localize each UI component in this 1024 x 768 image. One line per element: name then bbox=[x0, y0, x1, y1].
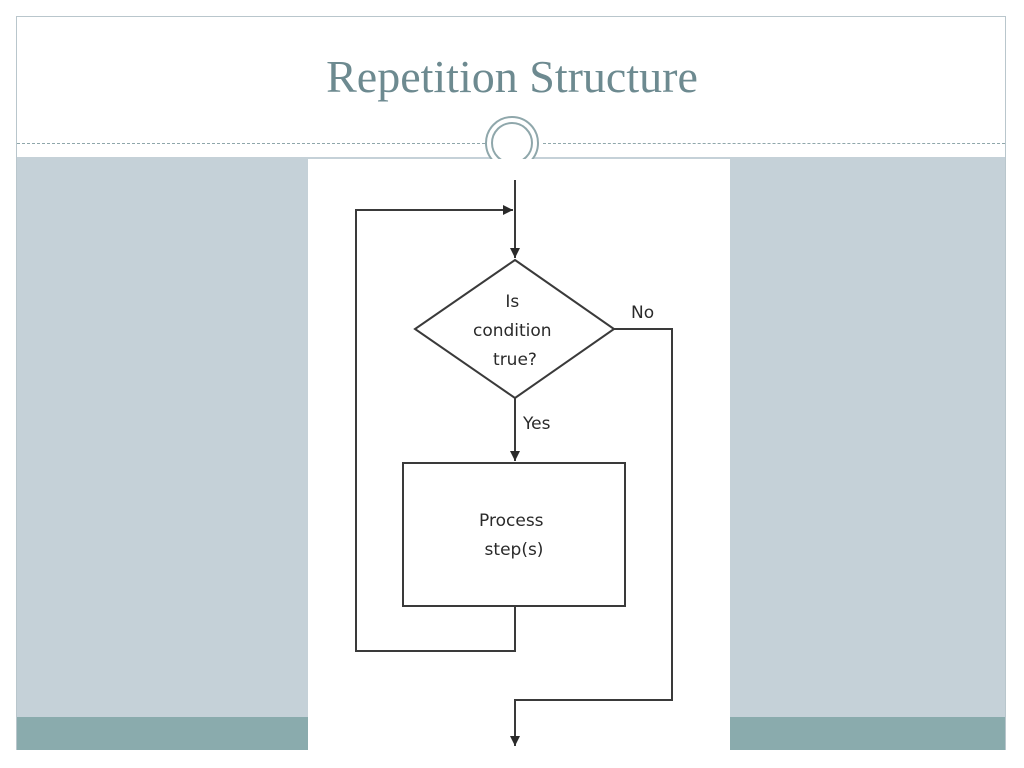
no-exit-arrow bbox=[510, 328, 673, 746]
title-divider-left bbox=[17, 143, 485, 144]
title-divider-right bbox=[543, 143, 1005, 144]
process-box bbox=[402, 462, 626, 607]
circle-ornament-icon bbox=[485, 116, 539, 170]
yes-label: Yes bbox=[522, 414, 551, 434]
process-text: Process step(s) bbox=[479, 511, 549, 560]
no-label: No bbox=[631, 303, 654, 323]
diagram-panel: Is condition true? Yes Process step(s) N… bbox=[308, 159, 730, 752]
decision-text: Is condition true? bbox=[473, 292, 557, 370]
flowchart: Is condition true? Yes Process step(s) N… bbox=[355, 180, 673, 746]
loop-back-arrow bbox=[355, 205, 516, 652]
slide-title: Repetition Structure bbox=[326, 51, 698, 102]
